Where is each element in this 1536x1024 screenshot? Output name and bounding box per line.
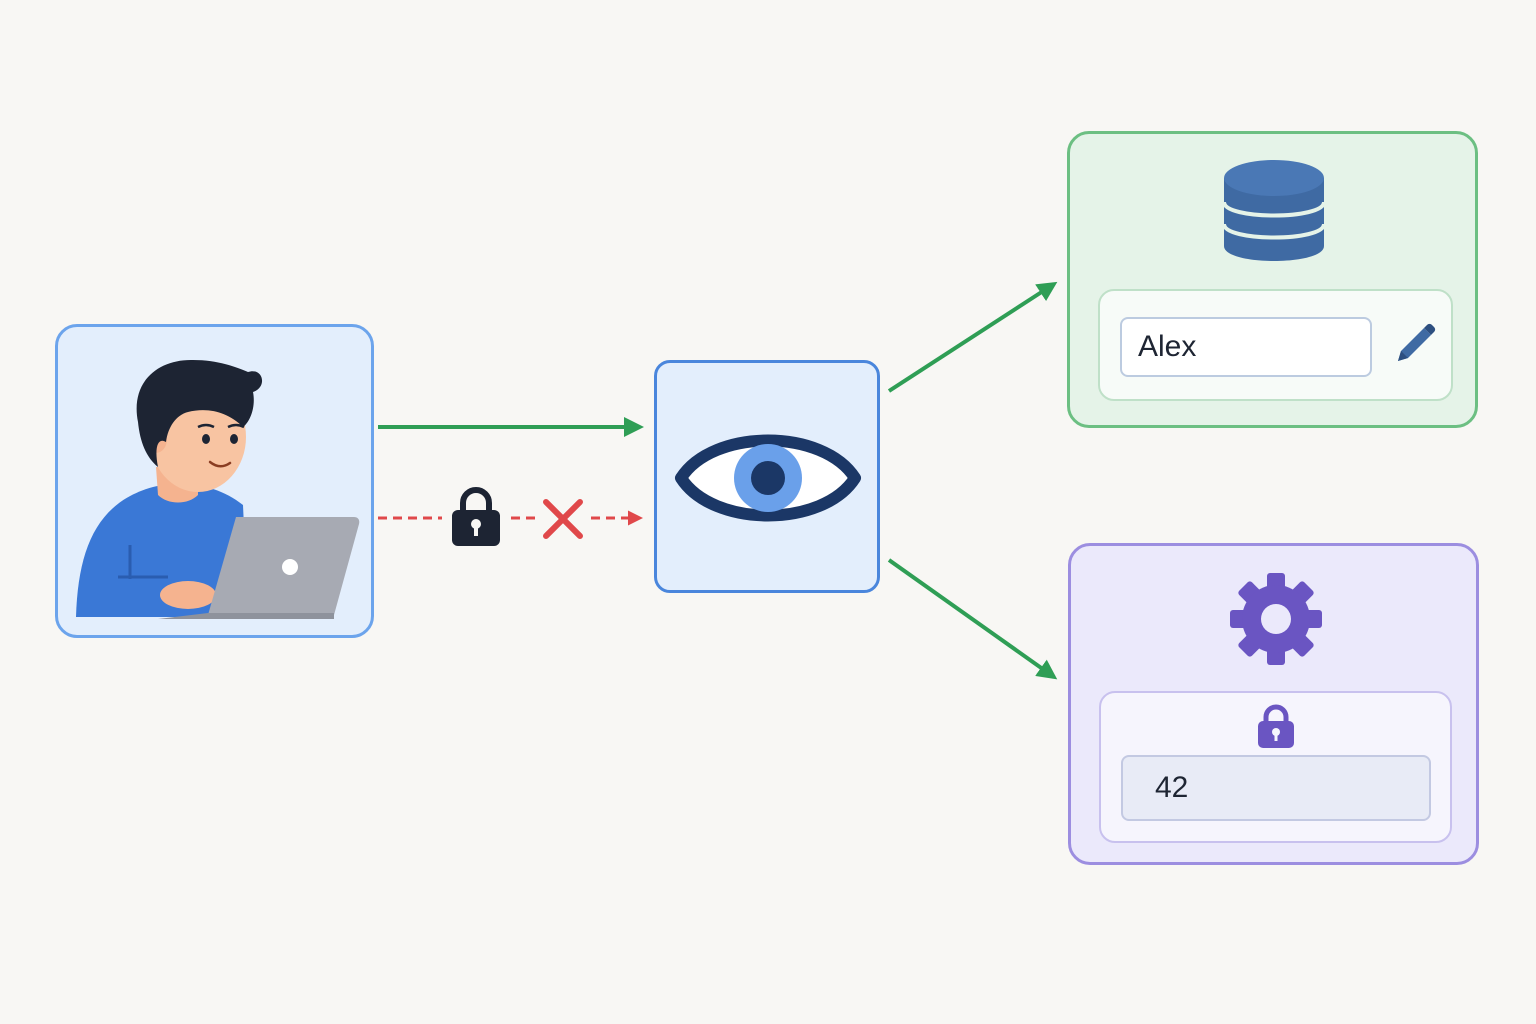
database-card: Alex (1067, 131, 1478, 428)
locked-value-panel: 42 (1099, 691, 1452, 843)
pencil-icon[interactable] (1390, 321, 1438, 369)
blocked-x-icon (543, 499, 583, 539)
lock-icon (1258, 704, 1294, 748)
person-with-laptop-illustration (76, 359, 360, 619)
user-card (55, 324, 374, 638)
name-field-panel: Alex (1098, 289, 1453, 401)
allowed-arrow-viewer-to-db (887, 281, 1058, 393)
name-field[interactable]: Alex (1120, 317, 1372, 377)
gear-icon (1230, 573, 1322, 665)
allowed-arrow-viewer-to-settings (887, 558, 1058, 680)
database-icon (1222, 160, 1326, 261)
viewer-card (654, 360, 880, 593)
lock-icon (452, 487, 500, 546)
eye-icon (675, 434, 861, 522)
locked-value-field: 42 (1121, 755, 1431, 821)
settings-card: 42 (1068, 543, 1479, 865)
